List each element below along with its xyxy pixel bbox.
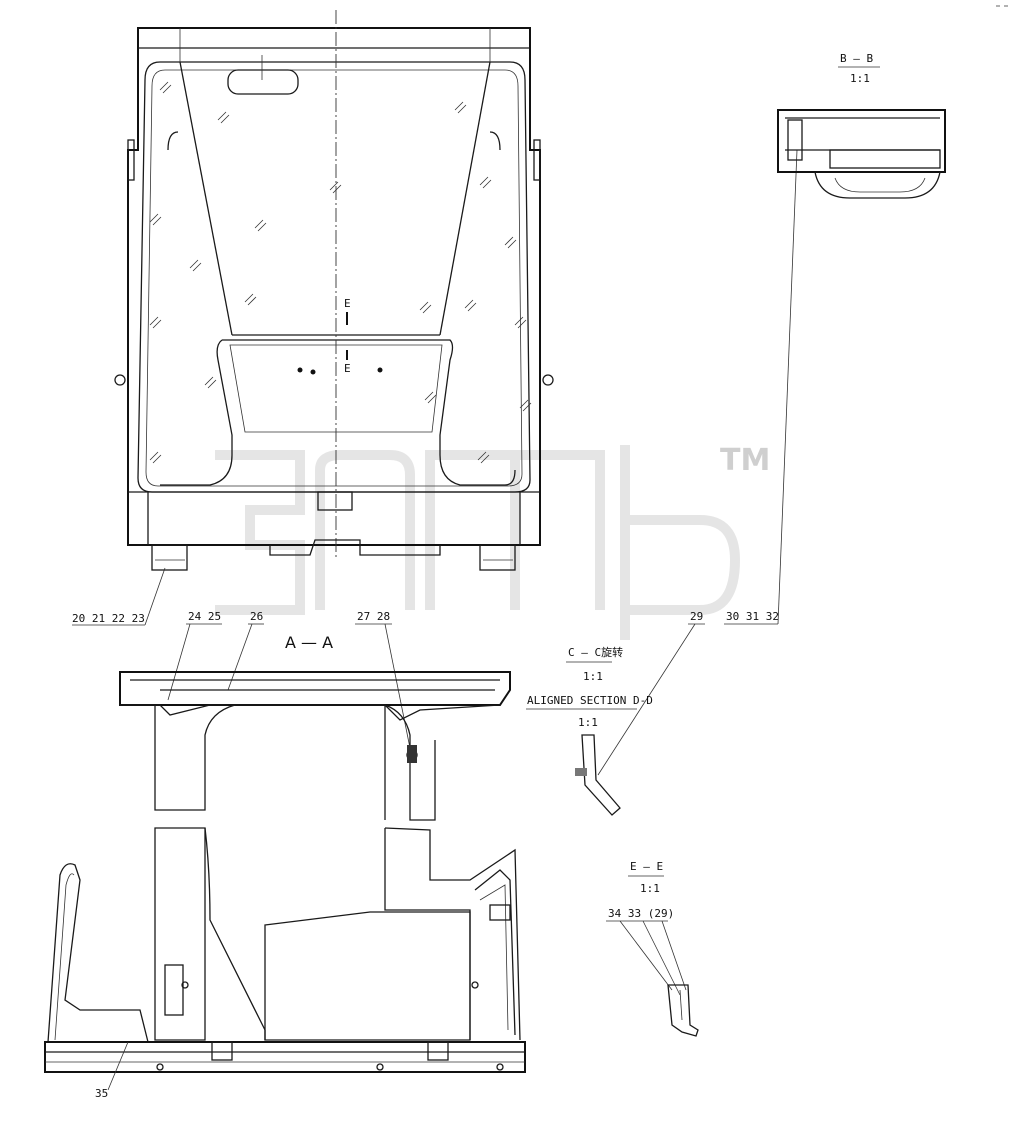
leader-30-32: 30 31 32 — [724, 149, 798, 625]
section-dd-scale: 1:1 — [578, 716, 598, 729]
section-bb: B — B 1:1 — [777, 52, 946, 199]
part-label-24-25: 24 25 — [188, 610, 221, 623]
leader-26: 26 — [227, 610, 264, 691]
section-ee: E — E 1:1 34 33 (29) — [606, 860, 699, 1037]
section-ee-title: E — E — [630, 860, 663, 873]
leader-27-28: 27 28 — [355, 610, 411, 749]
section-aa-title: A — A — [285, 633, 333, 652]
section-cc-title: C — C旋转 — [568, 645, 623, 659]
watermark-logo: TM — [215, 443, 770, 640]
section-cc-scale: 1:1 — [583, 670, 603, 683]
leader-35: 35 — [95, 1041, 129, 1100]
part-label-27-28: 27 28 — [357, 610, 390, 623]
section-aa-view — [44, 671, 526, 1073]
part-label-35: 35 — [95, 1087, 108, 1100]
part-label-29: 29 — [690, 610, 703, 623]
part-label-20-23: 20 21 22 23 — [72, 612, 145, 625]
leader-29: 29 — [597, 610, 705, 776]
section-ee-scale: 1:1 — [640, 882, 660, 895]
part-label-30-32: 30 31 32 — [726, 610, 779, 623]
part-label-26: 26 — [250, 610, 263, 623]
watermark-tm: TM — [720, 443, 770, 478]
leader-20-23: 20 21 22 23 — [72, 567, 166, 626]
section-dd-title: ALIGNED SECTION D-D — [527, 694, 653, 707]
leader-24-25: 24 25 — [167, 610, 222, 701]
section-mark-e-top: E — [344, 297, 351, 310]
section-cc-dd: C — C旋转 1:1 ALIGNED SECTION D-D 1:1 — [526, 645, 653, 816]
part-label-34-33-29: 34 33 (29) — [608, 907, 674, 920]
section-mark-e-bottom: E — [344, 362, 351, 375]
section-bb-scale: 1:1 — [850, 72, 870, 85]
section-bb-title: B — B — [840, 52, 873, 65]
cab-front-view: E E — [114, 10, 554, 571]
